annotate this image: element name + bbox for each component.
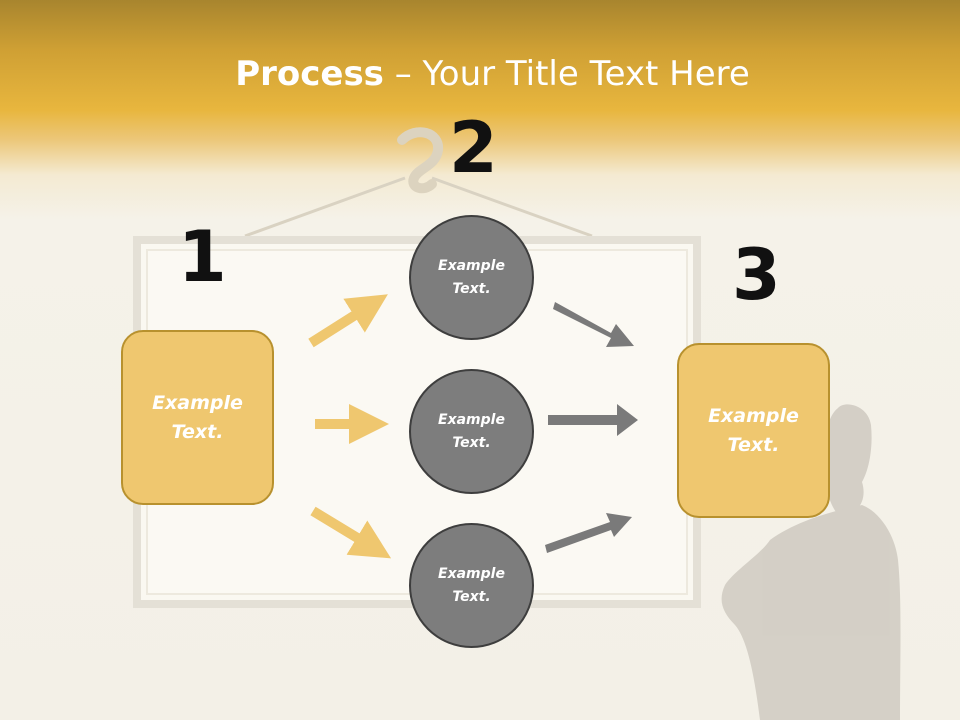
title-rest: – Your Title Text Here [383,54,750,94]
title-strong: Process [235,54,384,94]
step-number-2: 2 [449,107,498,189]
circle-bottom: Example Text. [409,523,534,648]
arrow-down-left [310,506,392,559]
page-title: Process – Your Title Text Here [0,52,960,96]
circle-top-text: Example Text. [438,257,505,297]
step-box-1-text: Example Text. [152,391,243,443]
step-number-3: 3 [732,234,781,316]
step-box-1: Example Text. [121,330,274,505]
arrows-right [545,302,638,553]
arrows-left [308,294,392,559]
arrow-mid-right [548,404,638,436]
circle-middle: Example Text. [409,369,534,494]
step-box-3: Example Text. [677,343,830,518]
frame-hook [244,127,593,238]
circle-top: Example Text. [409,215,534,340]
circle-bottom-text: Example Text. [438,565,505,605]
arrow-up-right [545,513,632,553]
person-silhouette [721,404,901,720]
step-box-3-text: Example Text. [708,404,799,456]
step-number-1: 1 [178,216,227,298]
circle-middle-text: Example Text. [438,411,505,451]
arrow-down-right [553,302,634,347]
arrow-up-left [308,294,388,348]
